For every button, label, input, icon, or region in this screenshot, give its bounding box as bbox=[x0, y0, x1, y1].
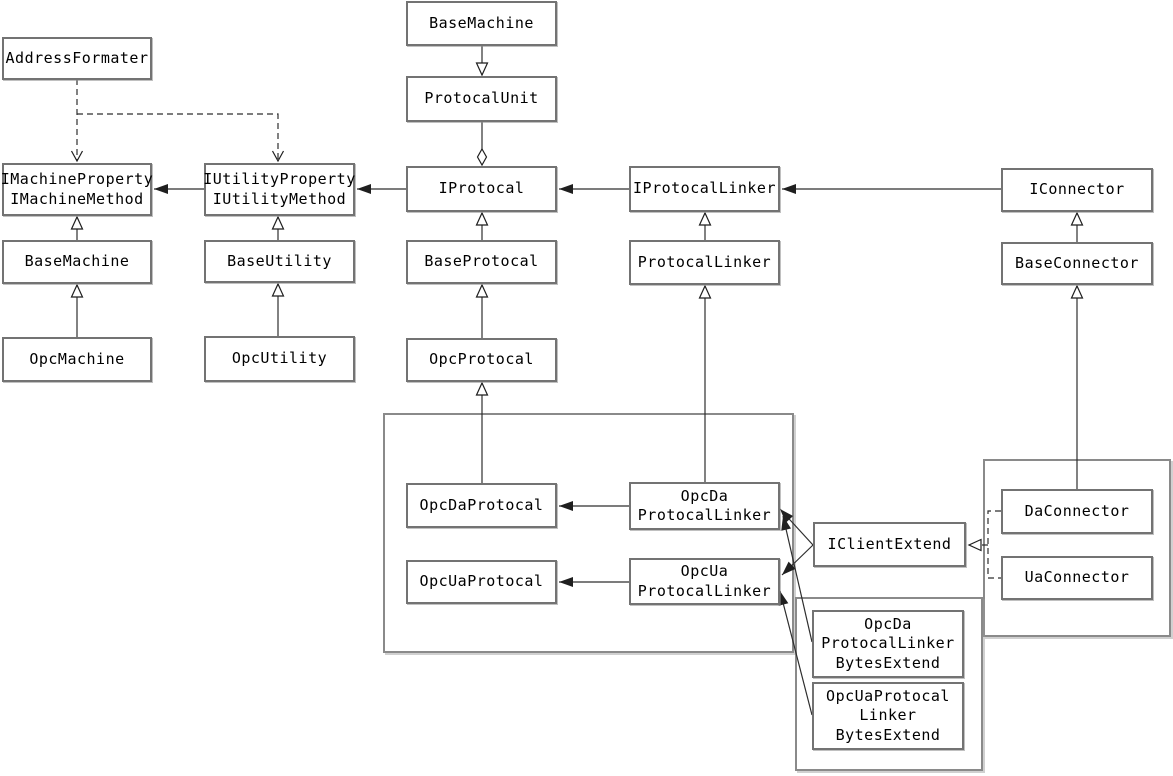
class-box-opcda-protocallinker-bytesextend: OpcDa ProtocalLinker BytesExtend bbox=[812, 610, 964, 678]
class-box-opcdaprotocal: OpcDaProtocal bbox=[406, 483, 557, 528]
class-box-uaconnector: UaConnector bbox=[1001, 556, 1153, 600]
edge-iclientextend-opcdalinker bbox=[779, 508, 814, 546]
class-box-addressformater: AddressFormater bbox=[2, 37, 152, 80]
group-opc-protocal-linkers bbox=[383, 413, 794, 653]
class-box-baseconnector: BaseConnector bbox=[1001, 242, 1153, 285]
class-box-baseprotocal: BaseProtocal bbox=[406, 240, 557, 284]
class-box-opcuaprotocal: OpcUaProtocal bbox=[406, 560, 557, 604]
class-box-opcprotocal: OpcProtocal bbox=[406, 338, 557, 382]
class-box-iclientextend: IClientExtend bbox=[813, 522, 966, 567]
class-box-daconnector: DaConnector bbox=[1001, 489, 1153, 534]
class-box-protocallinker: ProtocalLinker bbox=[629, 240, 780, 285]
class-box-iprotocallinker: IProtocalLinker bbox=[629, 166, 780, 212]
edge-connectors-bracket bbox=[987, 510, 1001, 579]
class-box-opcua-protocallinker-bytesextend: OpcUaProtocal Linker BytesExtend bbox=[812, 682, 964, 750]
edge-opcuabytes-opcualinker bbox=[778, 590, 813, 716]
group-bytes-extend bbox=[795, 597, 983, 771]
class-box-protocalunit: ProtocalUnit bbox=[406, 76, 557, 122]
edge-addressformater-iutility bbox=[77, 113, 285, 163]
class-box-opcua-protocallinker: OpcUa ProtocalLinker bbox=[629, 558, 780, 605]
class-box-basemachine-left: BaseMachine bbox=[2, 240, 152, 284]
class-box-iprotocal: IProtocal bbox=[406, 166, 557, 212]
class-box-opcmachine: OpcMachine bbox=[2, 337, 152, 382]
class-box-opcutility: OpcUtility bbox=[204, 336, 355, 382]
class-box-baseutility: BaseUtility bbox=[204, 240, 355, 283]
class-box-imachineproperty: IMachineProperty IMachineMethod bbox=[1, 163, 153, 216]
class-box-basemachine-top: BaseMachine bbox=[406, 1, 557, 46]
class-box-iutilityproperty: IUtilityProperty IUtilityMethod bbox=[203, 163, 355, 216]
class-box-opcda-protocallinker: OpcDa ProtocalLinker bbox=[629, 482, 780, 530]
edge-opcdabytes-opcdalinker bbox=[781, 515, 813, 643]
edge-iclientextend-opcualinker bbox=[781, 544, 814, 576]
class-box-iconnector: IConnector bbox=[1001, 168, 1153, 212]
